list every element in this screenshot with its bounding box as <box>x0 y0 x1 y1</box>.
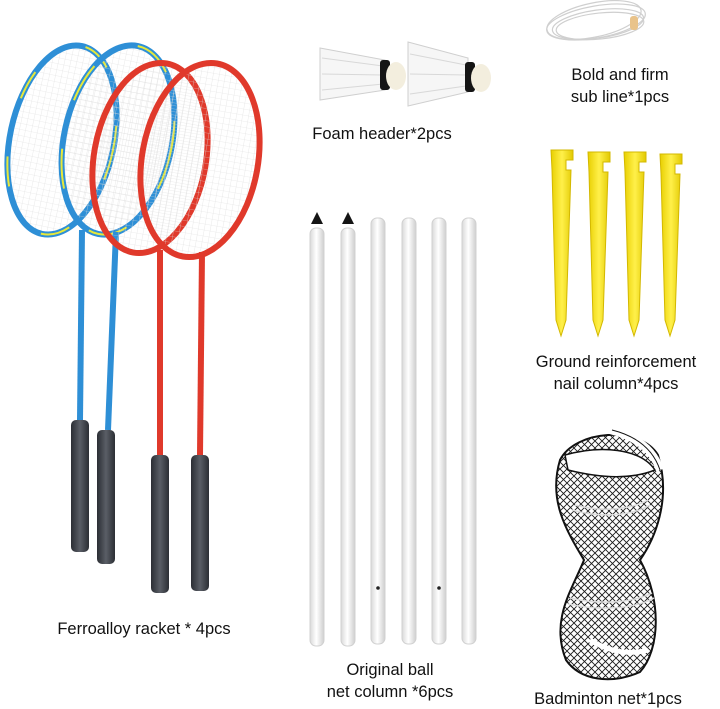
badminton-net-text: Badminton net*1pcs <box>534 690 682 708</box>
shuttlecock-2 <box>407 41 491 107</box>
racket-text: Ferroalloy racket * 4pcs <box>57 620 231 638</box>
sub-line-text-2: sub line*1pcs <box>570 88 670 106</box>
sub-line-text-1: Bold and firm <box>571 66 669 84</box>
racket-red-2 <box>137 59 263 591</box>
rope-coil <box>546 0 646 41</box>
badminton-net <box>555 426 665 681</box>
net-column-1 <box>309 212 325 647</box>
ground-nail-text-1: Ground reinforcement <box>535 353 697 371</box>
racket-label: Ferroalloy racket * 4pcs <box>30 618 258 640</box>
ground-nail-2 <box>587 151 611 338</box>
ground-nail-1 <box>550 149 574 338</box>
ground-nail-4 <box>659 153 683 338</box>
ground-nail-text-2: nail column*4pcs <box>553 375 679 393</box>
net-column-label: Original ball net column *6pcs <box>300 659 480 703</box>
shuttlecock-1 <box>319 47 406 101</box>
foam-header-text: Foam header*2pcs <box>312 125 452 143</box>
foam-header-label: Foam header*2pcs <box>292 123 472 145</box>
net-column-text-1: Original ball <box>346 661 434 679</box>
badminton-net-label: Badminton net*1pcs <box>510 688 706 709</box>
ground-nail-label: Ground reinforcement nail column*4pcs <box>510 351 720 395</box>
net-column-3 <box>370 217 386 645</box>
ground-nail-3 <box>623 151 647 338</box>
sub-line-label: Bold and firm sub line*1pcs <box>540 64 700 108</box>
net-column-2 <box>340 212 356 647</box>
net-column-text-2: net column *6pcs <box>326 683 454 701</box>
net-column-5 <box>431 217 447 645</box>
net-column-6 <box>461 217 477 645</box>
net-column-4 <box>401 217 417 645</box>
